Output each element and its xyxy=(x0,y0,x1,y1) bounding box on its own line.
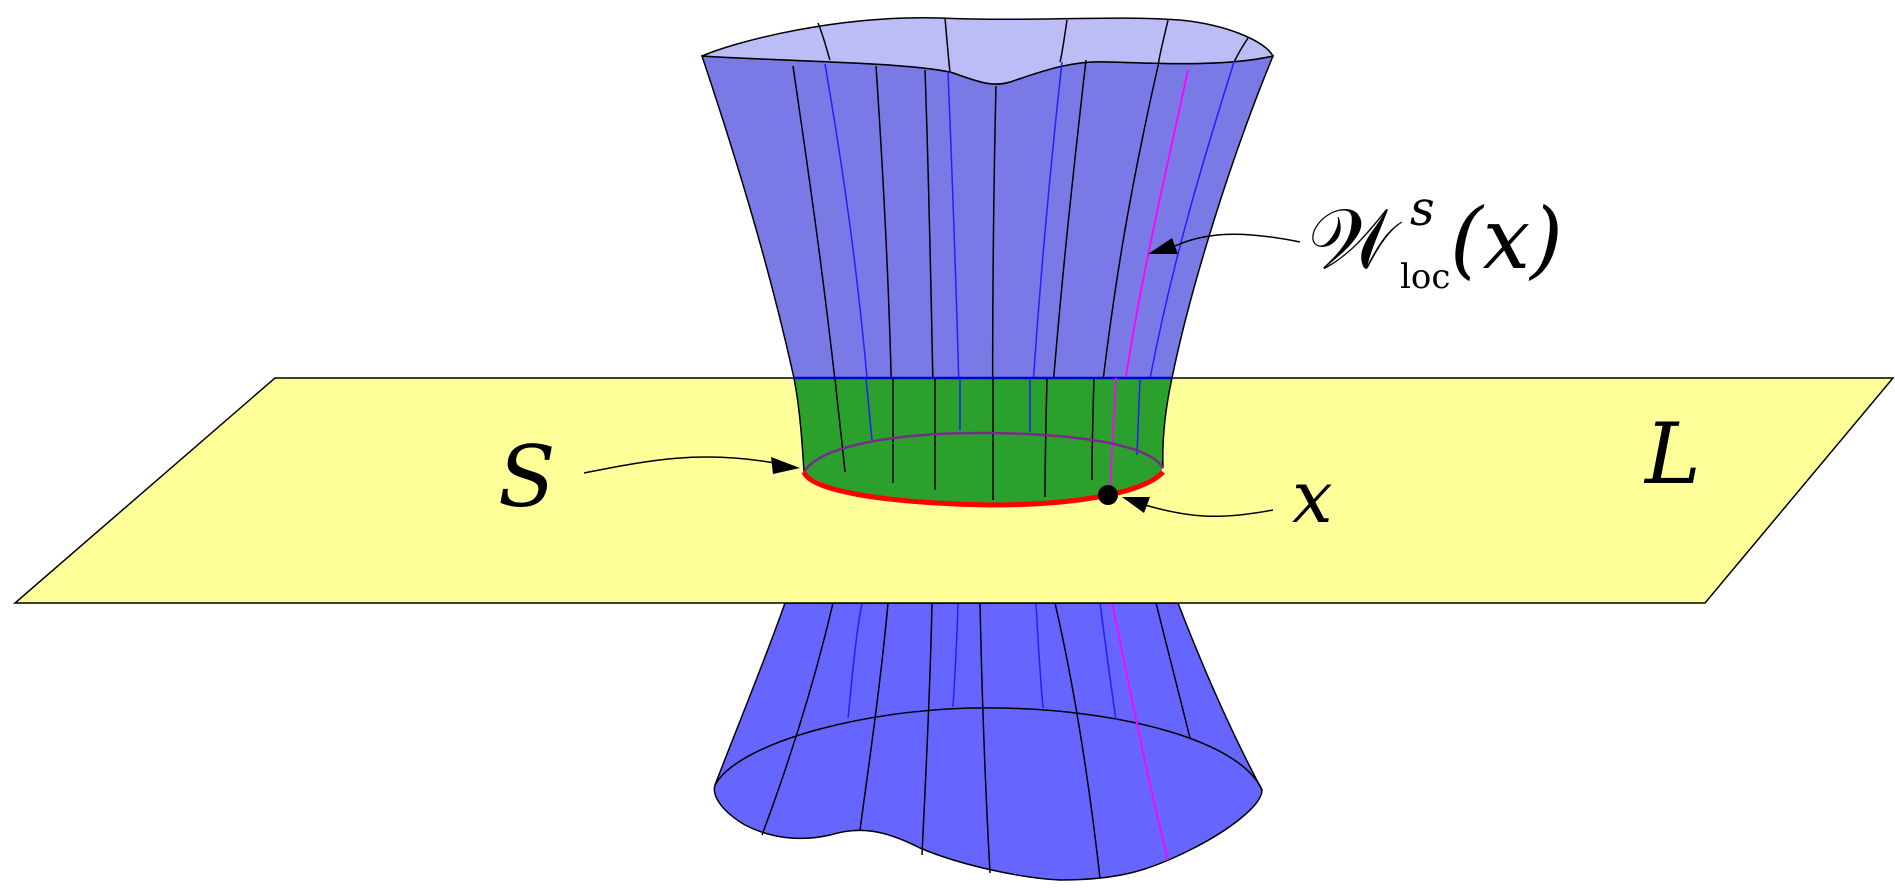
upper-leaf xyxy=(817,22,831,61)
upper-leaf xyxy=(1233,37,1249,63)
band-leaf-magenta xyxy=(1109,377,1117,491)
lower-leaf xyxy=(847,602,863,719)
label-W-loc-s-x: 𝒲 s loc (x) xyxy=(1308,181,1563,297)
lower-leaf xyxy=(1099,602,1117,721)
label-S: S xyxy=(498,428,556,526)
band-leaf xyxy=(1091,377,1095,481)
lower-leaf xyxy=(761,602,834,836)
arrowhead-x xyxy=(1122,497,1150,513)
upper-leaf xyxy=(1059,19,1068,63)
circle-S-back xyxy=(802,431,1165,473)
upper-leaf xyxy=(944,17,951,73)
lower-leaf xyxy=(952,602,959,708)
label-W-superscript: s xyxy=(1410,181,1435,237)
label-W-subscript: loc xyxy=(1400,257,1450,297)
green-band xyxy=(793,376,1173,506)
lower-tube xyxy=(713,602,1263,881)
green-band-right-edge xyxy=(1162,377,1173,469)
arrowhead-W xyxy=(1148,238,1178,254)
band-leaf xyxy=(865,377,873,441)
arrow-S xyxy=(583,456,776,474)
lower-leaf xyxy=(859,602,889,831)
label-W-argument: (x) xyxy=(1450,190,1563,288)
lower-leaf xyxy=(1054,602,1101,879)
arrow-W xyxy=(1174,233,1301,247)
label-x: x xyxy=(1292,455,1333,539)
band-leaf xyxy=(1044,377,1048,498)
lower-leaf xyxy=(979,602,991,874)
circle-S xyxy=(801,431,1165,508)
green-band-fill xyxy=(794,378,1172,506)
upper-leaf xyxy=(1157,19,1169,67)
band-leaf xyxy=(834,377,846,473)
label-W-symbol: 𝒲 xyxy=(1308,190,1402,288)
arrow-x xyxy=(1144,504,1274,518)
lower-leaf xyxy=(1035,602,1044,709)
green-band-left-edge xyxy=(793,377,805,473)
lower-leaf xyxy=(921,602,933,856)
arrowhead-S xyxy=(771,457,800,474)
point-x xyxy=(1098,485,1118,505)
lower-tube-body xyxy=(713,602,1263,881)
leader-lines xyxy=(583,233,1301,518)
lower-leaf-magenta xyxy=(1111,602,1169,861)
lower-leaf xyxy=(1155,602,1191,739)
circle-S-front xyxy=(801,470,1165,508)
lower-tube-rim xyxy=(714,707,1263,791)
band-leaf xyxy=(1136,377,1141,456)
label-L: L xyxy=(1643,405,1701,503)
